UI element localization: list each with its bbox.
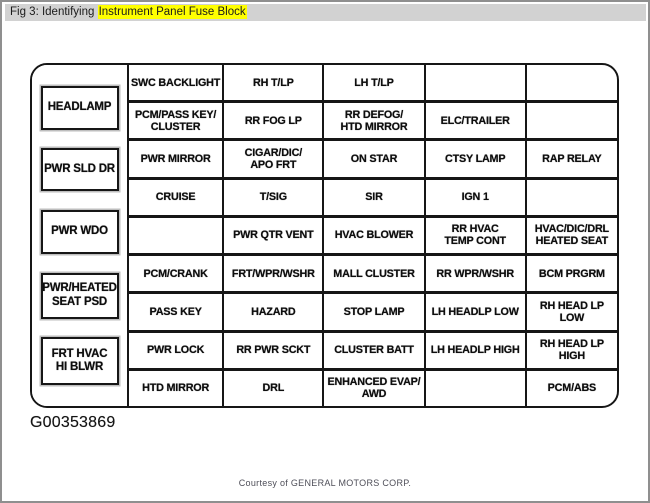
fuse-cell: RH HEAD LP HIGH (526, 332, 617, 368)
fuse-cell-empty (526, 103, 617, 139)
fuse-cell: PWR QTR VENT (224, 217, 323, 254)
fuse-cell-empty (526, 179, 617, 215)
fuse-cell: HVAC/DIC/DRL HEATED SEAT (526, 217, 617, 254)
fuse-cell: T/SIG (224, 179, 323, 215)
fuse-cell: RR DEFOG/ HTD MIRROR (324, 103, 424, 139)
relay-box: PWR WDO (40, 209, 119, 254)
fuse-cell: RAP RELAY (526, 141, 617, 177)
fuse-cell: IGN 1 (425, 179, 525, 215)
figure-id: G00353869 (30, 414, 116, 431)
relay-box: FRT HVAC HI BLWR (40, 337, 119, 386)
fuse-cell: CRUISE (129, 179, 223, 215)
fuse-cell-empty (425, 65, 525, 101)
fuse-cell: LH HEADLP LOW (425, 294, 525, 330)
fuse-cell: FRT/WPR/WSHR (224, 256, 323, 292)
fuse-cell: DRL (224, 370, 323, 406)
fuse-cell: PCM/ABS (526, 370, 617, 406)
figure-title-prefix: Fig 3: Identifying (10, 6, 98, 18)
fuse-cell: PWR MIRROR (129, 141, 223, 177)
fuse-cell: HVAC BLOWER (324, 217, 424, 254)
fuse-cell: SWC BACKLIGHT (129, 65, 223, 101)
fuse-cell: MALL CLUSTER (324, 256, 424, 292)
fuse-cell-empty (526, 65, 617, 101)
fuse-cell: LH HEADLP HIGH (425, 332, 525, 368)
fuse-cell: ON STAR (324, 141, 424, 177)
fuse-cell: RH T/LP (224, 65, 323, 101)
relay-box: PWR/HEATED SEAT PSD (40, 272, 119, 319)
courtesy-note: Courtesy of GENERAL MOTORS CORP. (238, 478, 412, 488)
fuse-cell: PCM/CRANK (129, 256, 223, 292)
fuse-cell-empty (129, 217, 223, 254)
fuse-cell: RR WPR/WSHR (425, 256, 525, 292)
figure-title-highlight: Instrument Panel Fuse Block (97, 5, 247, 19)
fuse-cell: BCM PRGRM (526, 256, 617, 292)
fuse-cell: RH HEAD LP LOW (526, 294, 617, 330)
fuse-cell: HTD MIRROR (129, 370, 223, 406)
fuse-cell: CLUSTER BATT (324, 332, 424, 368)
fuse-cell: ENHANCED EVAP/ AWD (324, 370, 424, 406)
fuse-cell: RR FOG LP (224, 103, 323, 139)
fuse-cell: PASS KEY (129, 294, 223, 330)
fuse-cell: PCM/PASS KEY/ CLUSTER (129, 103, 223, 139)
fuse-cell: SIR (324, 179, 424, 215)
fuse-cell: PWR LOCK (129, 332, 223, 368)
fuse-block-diagram: HEADLAMP PWR SLD DR PWR WDO PWR/HEATED SEAT… (30, 63, 619, 408)
figure-title-bar: Fig 3: Identifying Instrument Panel Fuse… (5, 4, 646, 21)
fuse-cell-empty (425, 370, 525, 406)
fuse-cell: CTSY LAMP (425, 141, 525, 177)
fuse-cell: CIGAR/DIC/ APO FRT (224, 141, 323, 177)
fuse-cell: ELC/TRAILER (425, 103, 525, 139)
relay-box: HEADLAMP (40, 85, 119, 130)
fuse-cell: RR HVAC TEMP CONT (425, 217, 525, 254)
fuse-cell: STOP LAMP (324, 294, 424, 330)
fuse-cell: HAZARD (224, 294, 323, 330)
relay-column: HEADLAMP PWR SLD DR PWR WDO PWR/HEATED SEAT… (32, 65, 129, 406)
relay-box: PWR SLD DR (40, 148, 119, 192)
fuse-cell: LH T/LP (324, 65, 424, 101)
fuse-cell: RR PWR SCKT (224, 332, 323, 368)
